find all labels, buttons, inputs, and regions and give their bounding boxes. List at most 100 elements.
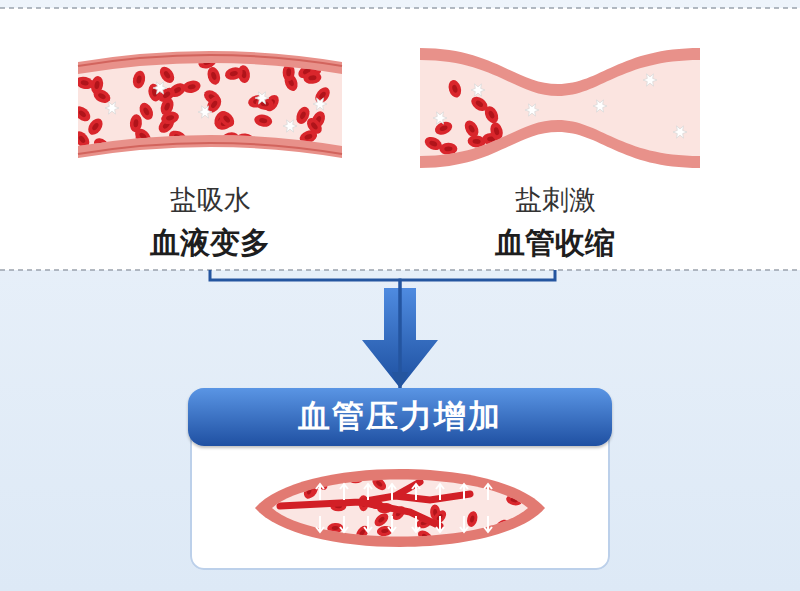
caption-block: 盐吸水血液变多 bbox=[144, 176, 276, 266]
dashed-line bbox=[0, 269, 800, 271]
red-cell-center bbox=[285, 484, 293, 490]
red-cell bbox=[182, 79, 202, 94]
red-cell-center bbox=[493, 127, 500, 136]
red-cell-center bbox=[163, 102, 170, 111]
red-cell bbox=[131, 70, 146, 90]
pressure-arrow-head bbox=[316, 484, 324, 489]
pressure-arrow-head bbox=[460, 527, 468, 532]
red-cell bbox=[132, 126, 153, 147]
caption-line: 盐吸水 bbox=[150, 178, 270, 221]
red-cell-center bbox=[306, 487, 312, 495]
red-cell bbox=[446, 78, 463, 99]
red-cell bbox=[505, 493, 523, 507]
red-cell bbox=[298, 478, 314, 488]
red-cell bbox=[216, 108, 237, 129]
red-cell bbox=[469, 94, 491, 114]
red-cell bbox=[484, 525, 500, 536]
pressure-arrows bbox=[316, 484, 492, 532]
pressure-arrow-head bbox=[388, 484, 396, 489]
red-cell-center bbox=[80, 80, 89, 87]
red-cell-center bbox=[187, 84, 196, 90]
red-cell-center bbox=[97, 92, 106, 100]
pressure-arrow-head bbox=[412, 527, 420, 532]
red-cell bbox=[298, 478, 314, 488]
red-cell bbox=[75, 75, 95, 91]
red-cell-center bbox=[136, 75, 142, 84]
red-cell bbox=[416, 528, 435, 545]
red-cell bbox=[439, 143, 457, 155]
salt-crystal bbox=[593, 100, 607, 112]
caption-emphasis: 血管收缩 bbox=[495, 221, 615, 264]
vessel-wall bbox=[255, 469, 545, 547]
red-cell-center bbox=[304, 133, 313, 140]
red-cell bbox=[157, 64, 177, 86]
red-cell bbox=[433, 119, 454, 137]
red-cell-center bbox=[225, 135, 234, 142]
pressure-arrow-head bbox=[340, 527, 348, 532]
red-cell bbox=[302, 482, 317, 500]
pressure-arrow-head bbox=[460, 484, 468, 489]
red-cell-center bbox=[142, 107, 150, 116]
salt-crystal bbox=[525, 104, 539, 116]
red-cell bbox=[462, 118, 481, 140]
red-cell bbox=[197, 54, 218, 70]
red-cell-center bbox=[210, 100, 219, 109]
red-cell bbox=[157, 64, 177, 86]
red-cell bbox=[280, 480, 298, 494]
red-cell bbox=[137, 101, 156, 122]
red-cell bbox=[492, 517, 511, 535]
salt-crystal bbox=[313, 98, 327, 110]
vessel-lumen bbox=[420, 60, 700, 156]
red-cell bbox=[91, 135, 113, 156]
flow-connector bbox=[400, 270, 555, 388]
red-cell bbox=[304, 115, 325, 136]
red-cell bbox=[439, 143, 457, 155]
red-cell bbox=[370, 475, 389, 493]
caption-block: 盐刺激血管收缩 bbox=[489, 176, 621, 266]
red-cell-center bbox=[133, 119, 139, 128]
pressure-arrow-head bbox=[484, 484, 492, 489]
red-cell-center bbox=[310, 121, 319, 130]
vessel-edge bbox=[78, 143, 342, 154]
red-cell-center bbox=[94, 81, 100, 90]
red-cell bbox=[282, 63, 295, 81]
red-cell bbox=[236, 133, 255, 146]
red-cell-center bbox=[331, 526, 338, 531]
salt-crystal bbox=[105, 102, 119, 114]
red-cell bbox=[197, 54, 218, 70]
pressure-arrow-head bbox=[316, 527, 324, 532]
salt-crystal bbox=[433, 112, 447, 124]
red-cell-center bbox=[166, 115, 175, 122]
salt-crystal bbox=[283, 120, 297, 132]
red-cell-center bbox=[78, 135, 87, 144]
caption-line: 盐刺激 bbox=[495, 178, 615, 221]
red-cell-center bbox=[91, 122, 100, 131]
red-cell bbox=[132, 126, 153, 147]
dashed-line bbox=[0, 7, 800, 9]
red-cell bbox=[224, 66, 244, 82]
red-cell-center bbox=[475, 100, 484, 109]
red-cell-center bbox=[429, 140, 438, 148]
red-cell bbox=[131, 70, 146, 90]
red-cell bbox=[280, 480, 298, 494]
vessel-wall bbox=[420, 48, 700, 168]
red-cell bbox=[462, 118, 481, 140]
blood-stream bbox=[280, 482, 470, 526]
blood-cells bbox=[423, 74, 687, 155]
red-cell-center bbox=[222, 114, 231, 123]
flow-connector bbox=[210, 270, 400, 388]
red-cell-center bbox=[375, 480, 383, 488]
pressure-arrow-head bbox=[412, 484, 420, 489]
red-cell bbox=[302, 482, 317, 500]
top-panel bbox=[0, 8, 800, 270]
red-cell-center bbox=[451, 84, 458, 93]
red-cell-center bbox=[381, 529, 389, 534]
salt-crystal bbox=[255, 92, 269, 104]
pressure-arrow-head bbox=[436, 527, 444, 532]
red-cell bbox=[72, 103, 93, 124]
red-cell-center bbox=[472, 139, 481, 145]
red-cell bbox=[137, 101, 156, 122]
red-cell bbox=[466, 510, 479, 528]
red-cell bbox=[370, 475, 389, 493]
red-cell-center bbox=[203, 59, 212, 66]
